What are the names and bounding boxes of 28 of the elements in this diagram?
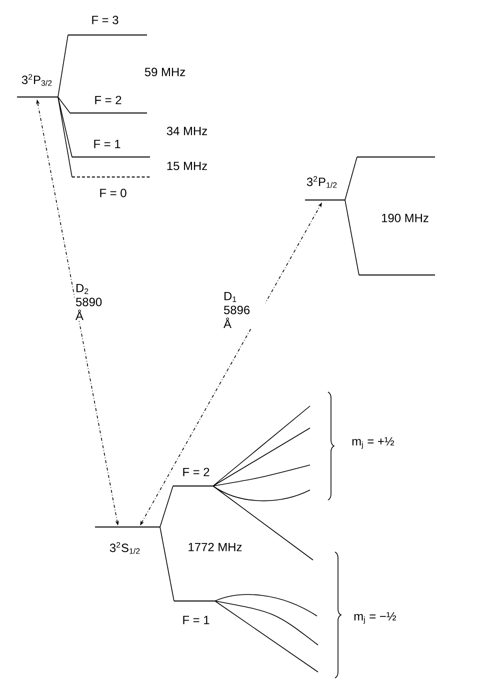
energy-level: F = 2 [172,468,214,486]
splitting-label: 15 MHz [167,162,207,170]
splitting-label: 190 MHz [382,214,428,222]
energy-level: 3$^{2}$S$_{1/2}$ [94,526,160,554]
splitting-line [160,486,174,528]
energy-level: F = 1 [72,140,150,158]
energy-level: F = 1 [174,600,216,624]
splitting-line [344,156,358,200]
energy-level-line [358,274,436,276]
splitting-line [344,200,360,276]
edge-label: D$_{2}$ 5890 Å [74,282,118,322]
energy-level: F = 2 [70,96,148,114]
energy-level: F = 0 [72,176,150,198]
splitting-label: 34 MHz [166,126,207,136]
quantum-number-label: m$_{j}$ = −½ [354,612,396,624]
splitting-label: 1772 MHz [188,542,242,552]
splitting-label: 59 MHz [144,68,185,76]
splitting-line [58,96,72,158]
energy-level: F = 3 [68,16,148,36]
energy-level: 3$^{2}$P$_{1/2}$ [304,176,346,200]
quantum-number-label: m$_{j}$ = +½ [352,437,394,449]
energy-level-line [356,156,436,158]
edge-label: D$_{1}$ 5896 Å [222,290,266,330]
splitting-line [160,526,174,602]
splitting-line [58,34,68,98]
splitting-line [58,96,72,178]
splitting-line [58,96,70,114]
energy-level: 3$^{2}$P$_{3/2}$ [16,74,58,98]
